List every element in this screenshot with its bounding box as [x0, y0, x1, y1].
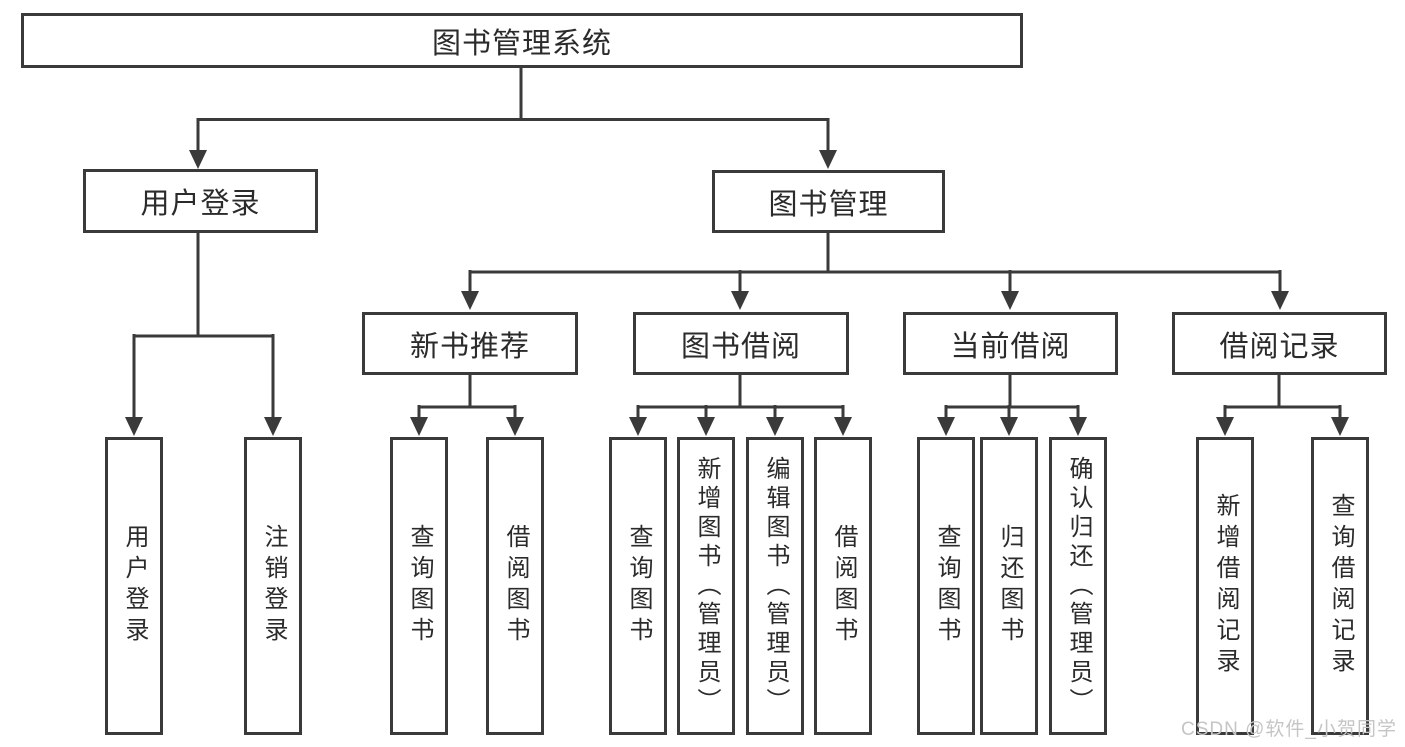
node-borrow-records: 借阅记录: [1172, 312, 1387, 375]
leaf-edit-books-admin: 编辑图书（管理员）: [746, 437, 804, 735]
leaf-query-books-borrow: 查询图书: [609, 437, 667, 735]
edge-current-borrow-branch: [944, 375, 1080, 422]
leaf-query-books-recommend: 查询图书: [390, 437, 448, 735]
node-new-book-recommend: 新书推荐: [362, 312, 578, 375]
edge-new-book-branch: [417, 375, 517, 422]
edge-user-login-branch: [132, 233, 275, 422]
leaf-borrow-books-recommend: 借阅图书: [486, 437, 544, 735]
leaf-logout: 注销登录: [244, 437, 302, 735]
leaf-add-borrow-record: 新增借阅记录: [1196, 437, 1254, 735]
leaf-query-borrow-record: 查询借阅记录: [1311, 437, 1369, 735]
csdn-watermark: CSDN @软件_小贺同学: [1181, 719, 1397, 740]
edge-book-mgmt-branch: [468, 233, 1282, 296]
node-user-login: 用户登录: [83, 169, 318, 233]
node-current-borrow: 当前借阅: [903, 312, 1118, 375]
leaf-user-login: 用户登录: [105, 437, 163, 735]
leaf-return-books: 归还图书: [980, 437, 1038, 735]
edge-root-stem: [196, 66, 830, 156]
edge-book-borrow-branch: [636, 375, 845, 422]
leaf-confirm-return-admin: 确认归还（管理员）: [1049, 437, 1107, 735]
node-book-borrow: 图书借阅: [633, 312, 849, 375]
arrowheads: [125, 150, 1349, 436]
leaf-borrow-books: 借阅图书: [814, 437, 872, 735]
node-book-management: 图书管理: [712, 170, 945, 233]
leaf-add-books-admin: 新增图书（管理员）: [677, 437, 735, 735]
edge-borrow-records-branch: [1223, 375, 1342, 422]
node-library-management-system: 图书管理系统: [21, 13, 1023, 68]
leaf-query-books-current: 查询图书: [917, 437, 975, 735]
